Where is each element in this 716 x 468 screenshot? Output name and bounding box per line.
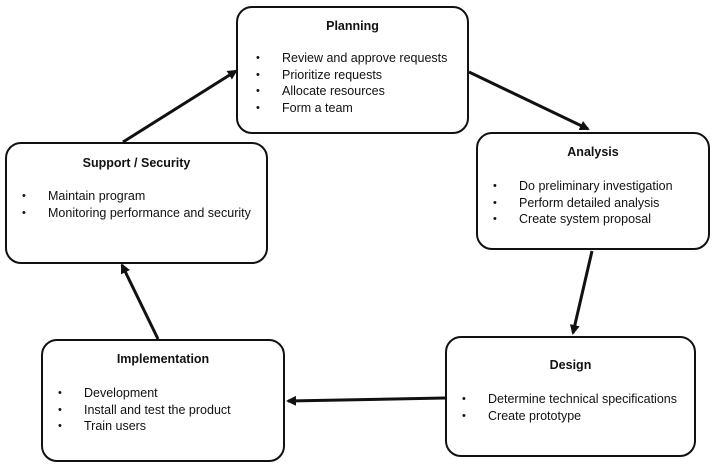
list-item: Train users [58, 418, 231, 435]
list-item: Determine technical specifications [462, 391, 677, 408]
arrow-design-to-implementation [286, 395, 446, 406]
node-items: Determine technical specifications Creat… [462, 391, 677, 424]
list-item: Prioritize requests [256, 67, 447, 84]
list-item: Create system proposal [493, 211, 673, 228]
list-item: Form a team [256, 100, 447, 117]
node-title: Implementation [116, 352, 210, 366]
node-items: Do preliminary investigation Perform det… [493, 178, 673, 228]
list-item: Review and approve requests [256, 50, 447, 67]
arrow-planning-to-analysis [468, 70, 590, 131]
list-item: Perform detailed analysis [493, 195, 673, 212]
arrow-support-to-planning [122, 69, 238, 144]
list-item: Allocate resources [256, 83, 447, 100]
implementation-node: Implementation Development Install and t… [41, 339, 285, 462]
arrow-analysis-to-design [569, 250, 594, 335]
node-title: Analysis [567, 145, 619, 159]
node-items: Maintain program Monitoring performance … [22, 188, 258, 221]
list-item: Maintain program [22, 188, 258, 205]
analysis-node: Analysis Do preliminary investigation Pe… [476, 132, 710, 250]
node-title: Planning [326, 19, 379, 33]
list-item: Monitoring performance and security [22, 205, 258, 222]
list-item: Do preliminary investigation [493, 178, 673, 195]
planning-node: Planning Review and approve requests Pri… [236, 6, 469, 134]
node-title: Support / Security [82, 156, 191, 170]
node-title: Design [549, 358, 592, 372]
node-items: Review and approve requests Prioritize r… [256, 50, 447, 116]
arrow-implementation-to-support [120, 263, 160, 340]
node-items: Development Install and test the product… [58, 385, 231, 435]
design-node: Design Determine technical specification… [445, 336, 696, 457]
list-item: Install and test the product [58, 402, 231, 419]
support-security-node: Support / Security Maintain program Moni… [5, 142, 268, 264]
list-item: Create prototype [462, 408, 677, 425]
list-item: Development [58, 385, 231, 402]
